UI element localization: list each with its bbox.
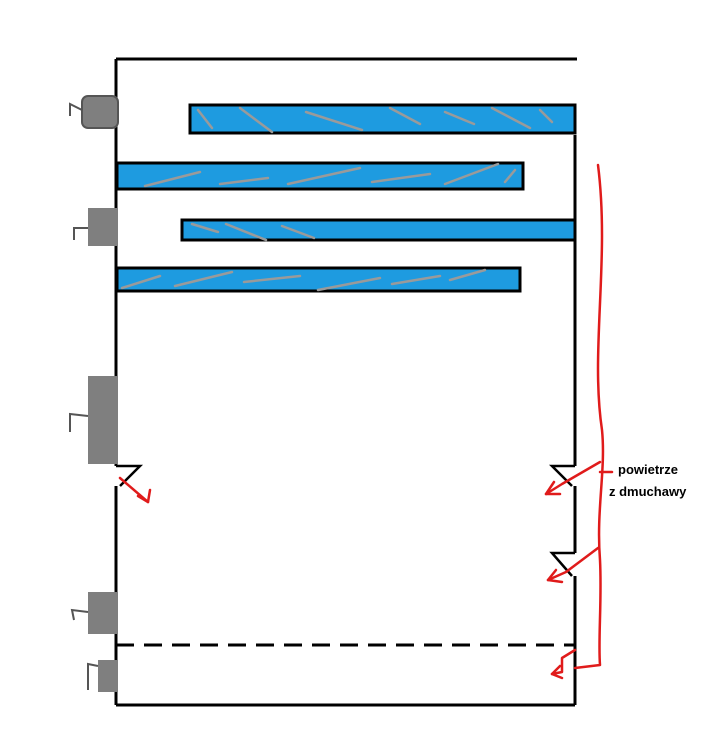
plate-texture [120, 106, 554, 292]
airflow-arrow-icon [546, 546, 600, 582]
texture-stroke [143, 170, 202, 188]
airflow-duct-line [573, 163, 605, 670]
texture-stroke [224, 222, 268, 242]
texture-stroke [503, 168, 517, 184]
texture-stroke [490, 106, 532, 130]
airflow-arrow-icon [136, 488, 152, 504]
texture-stroke [448, 268, 487, 282]
airflow-arrow-icon [550, 648, 577, 676]
airflow-arrow-icon [546, 568, 564, 584]
texture-stroke [120, 274, 162, 290]
texture-stroke [316, 276, 382, 292]
texture-stroke [242, 274, 302, 284]
plate-3 [180, 218, 577, 242]
cabinet-outline [114, 57, 577, 707]
airflow-arrow-icon [550, 664, 564, 680]
annotation-line-1: powietrze [618, 462, 678, 477]
door-handle-icon [69, 95, 119, 129]
texture-stroke [286, 166, 362, 186]
texture-stroke [196, 108, 214, 130]
annotation-line-2: z dmuchawy [609, 484, 687, 499]
air-inlet-icon [548, 464, 575, 487]
texture-stroke [238, 106, 274, 134]
airflow-arrow-icon [544, 460, 602, 496]
airflow-arrow-icon [544, 480, 562, 496]
texture-stroke [218, 176, 270, 186]
texture-stroke [390, 274, 442, 286]
plate-1 [188, 103, 577, 135]
texture-stroke [388, 106, 422, 126]
texture-stroke [443, 162, 500, 186]
door-handle-icon [69, 376, 118, 464]
texture-stroke [173, 270, 234, 288]
texture-stroke [370, 172, 432, 184]
inlets [116, 464, 575, 577]
texture-stroke [443, 110, 476, 126]
texture-stroke [280, 224, 316, 240]
texture-stroke [304, 110, 364, 132]
air-inlet-icon [549, 551, 575, 577]
door-handle-icon [87, 660, 118, 692]
texture-stroke [190, 222, 220, 234]
plates [115, 103, 577, 293]
air-inlet-icon [116, 464, 144, 487]
door-handle-icon [73, 208, 118, 246]
door-handle-icon [70, 592, 118, 634]
plate-4 [115, 266, 522, 293]
handles [69, 95, 119, 692]
texture-stroke [538, 108, 554, 124]
airflow [118, 163, 614, 680]
